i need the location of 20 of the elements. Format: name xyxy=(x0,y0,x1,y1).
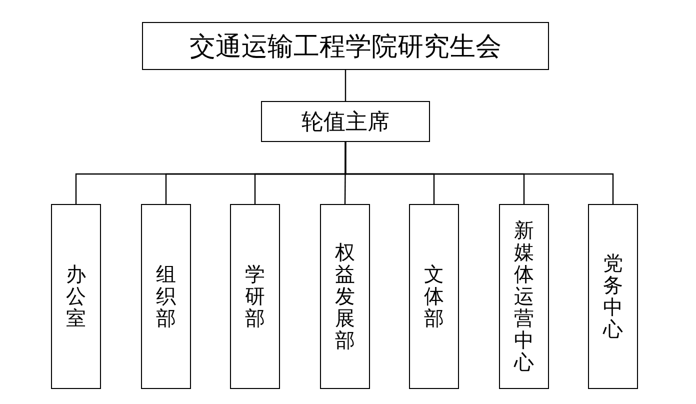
connector-line xyxy=(344,70,346,101)
org-box xyxy=(142,22,549,70)
department-name: 组织部 xyxy=(156,264,176,330)
department-name: 新媒体运营中心 xyxy=(514,220,534,374)
org-box xyxy=(588,204,638,389)
org-box xyxy=(409,204,459,389)
org-box xyxy=(141,204,191,389)
org-box xyxy=(230,204,280,389)
department-name: 学研部 xyxy=(245,264,265,330)
department-name: 办公室 xyxy=(66,264,86,330)
org-box xyxy=(51,204,101,389)
connector-line xyxy=(344,142,614,204)
org-box xyxy=(261,101,430,142)
position-title: 交通运输工程学院研究生会 xyxy=(190,30,502,62)
department-name: 文体部 xyxy=(424,264,444,330)
org-box xyxy=(499,204,549,389)
position-title: 轮值主席 xyxy=(302,108,390,136)
department-name: 权益发展部 xyxy=(335,242,355,352)
department-name: 党务中心 xyxy=(603,252,623,340)
org-box xyxy=(320,204,370,389)
